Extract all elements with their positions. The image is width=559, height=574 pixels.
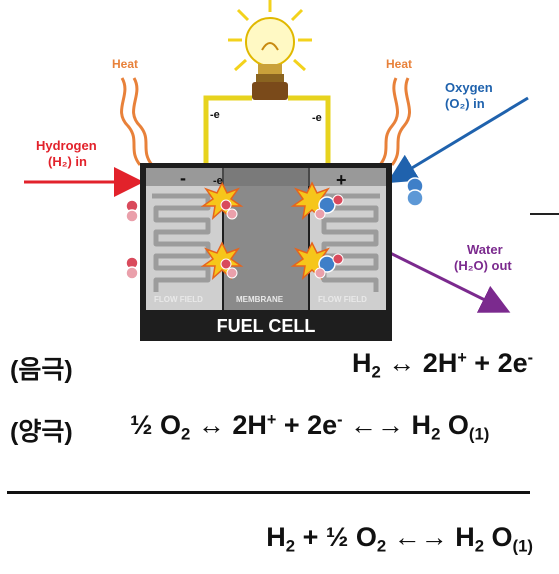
membrane-label: MEMBRANE: [236, 295, 284, 304]
light-bulb-icon: [228, 0, 312, 100]
hydrogen-molecule-icon: [125, 199, 139, 280]
flow-field-left-label: FLOW FIELD: [154, 295, 203, 304]
flow-field-right-label: FLOW FIELD: [318, 295, 367, 304]
sum-divider-line: [7, 491, 530, 494]
cathode-equation: ½ O2 ↔ 2H+ + 2e- ←→ H2 O(1): [130, 410, 490, 444]
water-out-arrow: [371, 242, 511, 313]
oxygen-label: Oxygen (O₂) in: [445, 80, 496, 111]
electron-label-cell: -e: [213, 175, 223, 187]
heat-waves-left-icon: [120, 77, 154, 166]
total-equation: H2 + ½ O2 ←→ H2 O(1): [266, 522, 533, 556]
proton-particle-icon: [220, 199, 238, 279]
anode-equation: H2 ↔ 2H+ + 2e-: [351, 348, 533, 382]
cathode-label: (양극): [10, 418, 73, 446]
water-molecule-icon: [314, 194, 344, 279]
fuel-cell-title: FUEL CELL: [217, 316, 316, 336]
water-label: Water (H₂O) out: [454, 242, 512, 273]
oxygen-molecule-icon: [406, 177, 424, 207]
heat-label-left: Heat: [112, 57, 138, 71]
hydrogen-label: Hydrogen (H₂) in: [36, 138, 100, 169]
heat-waves-right-icon: [378, 77, 411, 166]
electron-label-right: -e: [312, 112, 322, 124]
anode-label: (음극): [10, 356, 73, 384]
electron-label-left: -e: [210, 109, 220, 121]
fuel-cell-diagram: -e -e Heat Heat Hydrogen (H₂) in Oxygen …: [24, 0, 559, 341]
flow-field-left: [152, 193, 211, 292]
external-circuit: [203, 95, 331, 170]
anode-minus-sign: -: [180, 168, 186, 188]
fuel-cell-body: [140, 163, 392, 341]
oxygen-in-arrow: [386, 96, 529, 184]
heat-label-right: Heat: [386, 57, 412, 71]
cathode-plus-sign: +: [336, 170, 347, 190]
